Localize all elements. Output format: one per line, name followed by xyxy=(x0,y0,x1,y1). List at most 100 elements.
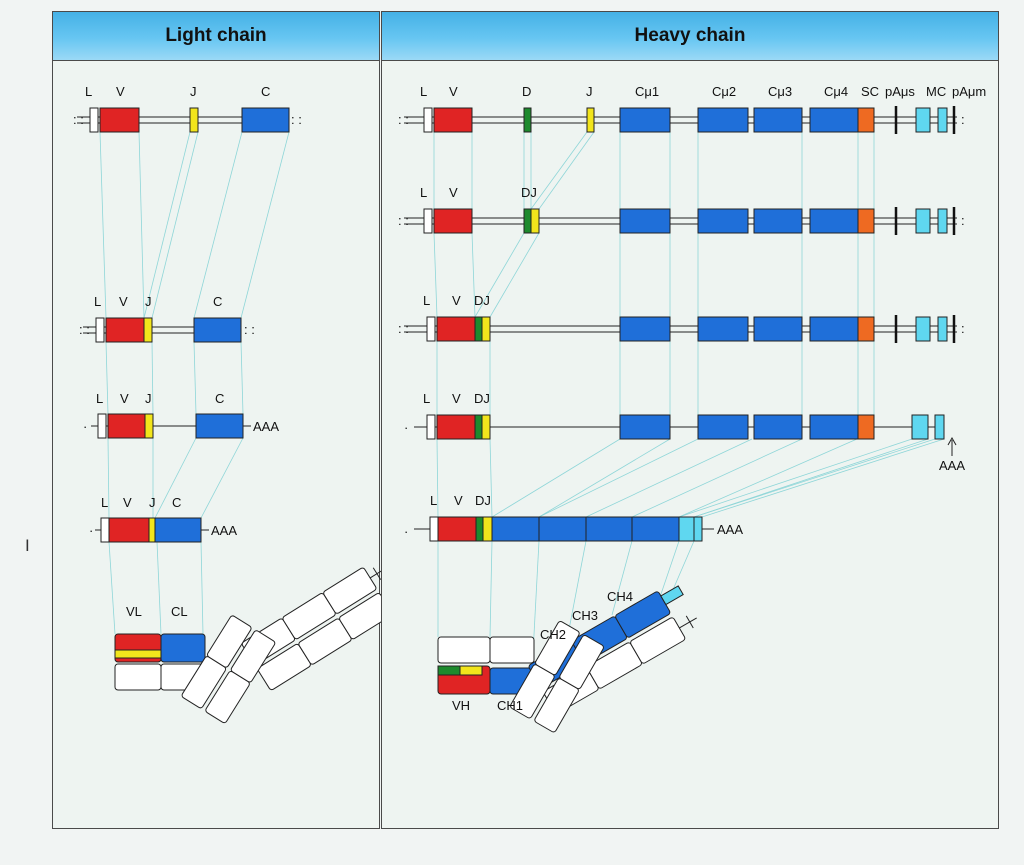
light-chain-diagram: : : : : L V J C : : : : L V J C xyxy=(73,84,381,724)
heavy-v-segment xyxy=(433,208,473,234)
light-leader-segment xyxy=(100,517,110,543)
label-l: L xyxy=(430,493,437,508)
ch4-domain-label: CH4 xyxy=(607,589,633,604)
label-j: J xyxy=(190,84,197,99)
vh-domain-label: VH xyxy=(452,698,470,713)
heavy-v-segment xyxy=(437,516,477,542)
heavy-dj-joined-row: : : : L V DJ xyxy=(398,185,965,235)
polya-tail: AAA xyxy=(717,522,743,537)
light-c-segment xyxy=(195,413,244,439)
heavy-mc-segment xyxy=(937,208,948,234)
label-j: J xyxy=(145,391,152,406)
light-j-segment xyxy=(144,413,154,439)
heavy-c-segment xyxy=(619,208,671,234)
label-cmu3: Cμ3 xyxy=(768,84,792,99)
heavy-c-segment xyxy=(809,414,859,440)
heavy-d-segment xyxy=(474,316,483,342)
label-pamum: pAμm xyxy=(952,84,986,99)
svg-text:·: · xyxy=(89,523,93,538)
svg-text:: :: : : xyxy=(291,112,302,127)
heavy-cmu3-segment xyxy=(753,107,803,133)
svg-text:: :: : : xyxy=(73,112,84,127)
light-c-segment xyxy=(193,317,242,343)
svg-text:: :: : : xyxy=(244,322,255,337)
label-v: V xyxy=(452,293,461,308)
heavy-v-segment xyxy=(436,414,476,440)
light-leader-segment xyxy=(95,317,105,343)
light-v-segment xyxy=(99,107,140,133)
svg-text:: :: : : xyxy=(79,322,90,337)
label-c: C xyxy=(172,495,181,510)
heavy-j-segment xyxy=(481,316,491,342)
svg-text:·: · xyxy=(404,420,408,435)
cl-domain-label: CL xyxy=(171,604,188,619)
heavy-j-segment xyxy=(586,107,595,133)
heavy-mrna-row: · AAA L V DJ xyxy=(404,493,743,542)
heavy-leader-segment xyxy=(426,316,436,342)
heavy-sc-segment xyxy=(857,208,875,234)
heavy-c-segment xyxy=(619,414,671,440)
svg-text::: : xyxy=(961,112,965,127)
label-cmu1: Cμ1 xyxy=(635,84,659,99)
heavy-mc-segment xyxy=(934,414,945,440)
light-c-segment xyxy=(154,517,202,543)
label-l: L xyxy=(420,84,427,99)
heavy-c-segment xyxy=(753,208,803,234)
label-d: D xyxy=(522,84,531,99)
heavy-mc-segment xyxy=(915,208,931,234)
heavy-cmu2-exon xyxy=(538,516,587,542)
heavy-d-segment xyxy=(475,516,484,542)
heavy-c-segment xyxy=(809,316,859,342)
heavy-leader-segment xyxy=(423,107,433,133)
heavy-mc-segment xyxy=(937,107,948,133)
light-antibody-illustration: VL CL xyxy=(114,567,381,724)
heavy-leader-segment xyxy=(426,414,436,440)
polya-tail: AAA xyxy=(253,419,279,434)
label-v: V xyxy=(120,391,129,406)
heavy-d-segment xyxy=(523,208,532,234)
label-v: V xyxy=(123,495,132,510)
heavy-sc-segment xyxy=(857,316,875,342)
label-j: J xyxy=(586,84,593,99)
label-l: L xyxy=(85,84,92,99)
svg-text::: : xyxy=(961,213,965,228)
heavy-chain-panel: Heavy chain : : xyxy=(381,11,999,829)
heavy-v-segment xyxy=(436,316,476,342)
light-leader-segment xyxy=(89,107,99,133)
heavy-cmu2-segment xyxy=(697,107,749,133)
heavy-mc-exon xyxy=(693,516,703,542)
light-chain-panel: Light chain : : : : L V J C xyxy=(52,11,381,829)
heavy-d-segment xyxy=(474,414,483,440)
light-leader-segment xyxy=(97,413,107,439)
svg-text:: :: : : xyxy=(398,321,409,336)
vl-domain-label: VL xyxy=(126,604,142,619)
heavy-cmu1-exon xyxy=(491,516,540,542)
heavy-j-segment xyxy=(481,414,491,440)
label-l: L xyxy=(423,293,430,308)
light-chain-title: Light chain xyxy=(53,12,379,61)
heavy-mc-segment xyxy=(911,414,929,440)
label-l: L xyxy=(101,495,108,510)
heavy-cmu1-segment xyxy=(619,107,671,133)
light-j-segment xyxy=(148,517,156,543)
label-j: J xyxy=(149,495,156,510)
label-c: C xyxy=(261,84,270,99)
label-c: C xyxy=(215,391,224,406)
label-cmu2: Cμ2 xyxy=(712,84,736,99)
svg-text:: :: : : xyxy=(398,213,409,228)
heavy-c-segment xyxy=(753,316,803,342)
ch2-domain-label: CH2 xyxy=(540,627,566,642)
heavy-cmu3-exon xyxy=(585,516,633,542)
heavy-primary-transcript-row: · AAA L V DJ xyxy=(404,391,965,473)
label-v: V xyxy=(449,185,458,200)
heavy-leader-segment xyxy=(423,208,433,234)
heavy-sc-segment xyxy=(857,414,875,440)
svg-text:·: · xyxy=(83,419,87,434)
label-sc: SC xyxy=(861,84,879,99)
heavy-connectors xyxy=(433,131,945,673)
label-dj: DJ xyxy=(474,391,490,406)
label-l: L xyxy=(94,294,101,309)
heavy-vdj-joined-row: : : : L V DJ xyxy=(398,293,965,343)
label-dj: DJ xyxy=(475,493,491,508)
light-rearranged-dna-row: : : : : L V J C xyxy=(79,294,255,343)
